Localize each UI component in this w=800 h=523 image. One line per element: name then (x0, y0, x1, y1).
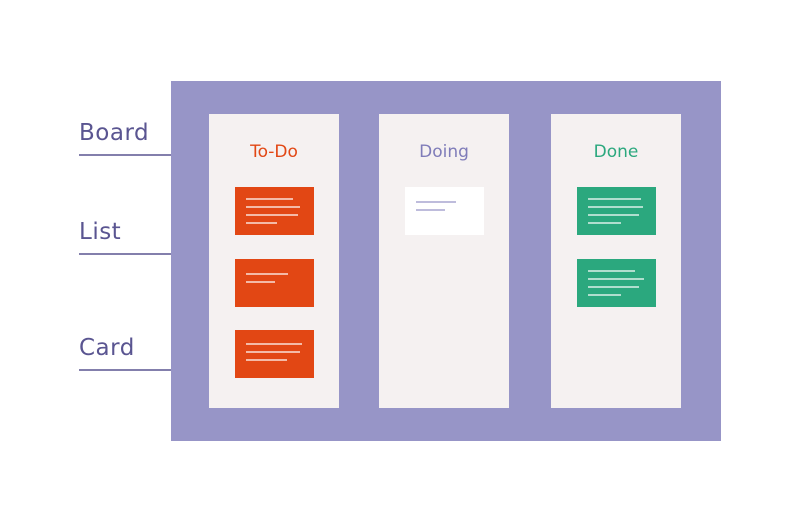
list-title-todo: To-Do (250, 142, 298, 162)
list-doing: Doing (379, 114, 509, 408)
list-done: Done (551, 114, 681, 408)
board-label: Board (79, 120, 150, 146)
list-label: List (79, 219, 122, 245)
card-label: Card (79, 335, 135, 361)
board-leader-line (79, 154, 189, 156)
list-title-done: Done (593, 142, 639, 162)
card[interactable] (577, 259, 656, 307)
card-text-lines (246, 343, 302, 361)
card-text-lines (416, 201, 456, 211)
card-text-lines (246, 198, 300, 224)
card-text-lines (588, 270, 644, 296)
card-text-lines (588, 198, 643, 224)
card[interactable] (405, 187, 484, 235)
card-text-lines (246, 273, 288, 283)
card[interactable] (235, 187, 314, 235)
list-todo: To-Do (209, 114, 339, 408)
card[interactable] (235, 330, 314, 378)
card[interactable] (577, 187, 656, 235)
list-title-doing: Doing (419, 142, 469, 162)
kanban-board: To-Do Doing (171, 81, 721, 441)
card[interactable] (235, 259, 314, 307)
